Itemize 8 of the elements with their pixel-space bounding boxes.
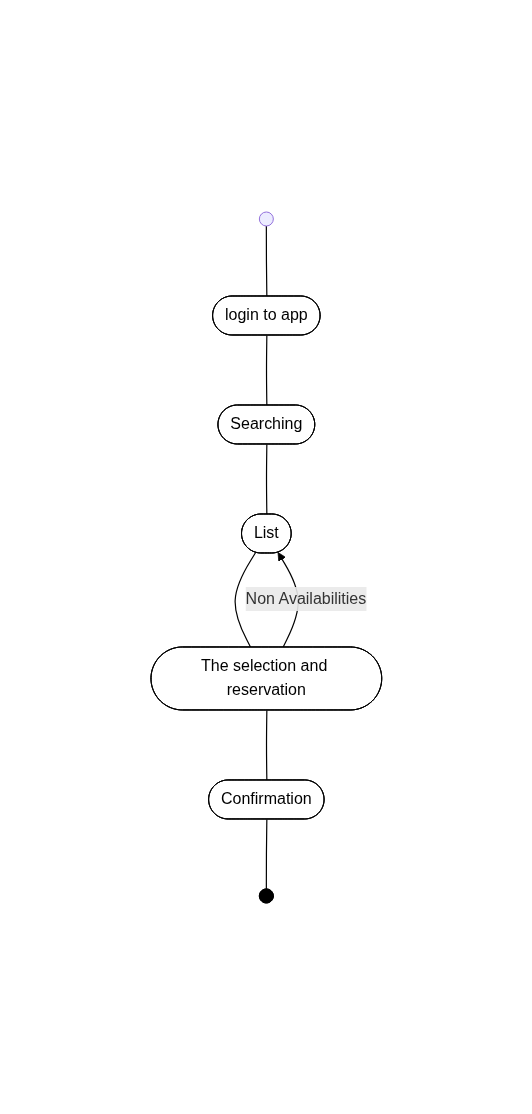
node-circle	[258, 211, 274, 226]
connector	[265, 709, 268, 781]
connector	[265, 334, 268, 406]
connector	[234, 551, 256, 648]
edge-label: Non Availabilities	[245, 589, 366, 607]
connector	[265, 224, 268, 297]
connector	[265, 443, 268, 515]
connector	[265, 818, 268, 890]
